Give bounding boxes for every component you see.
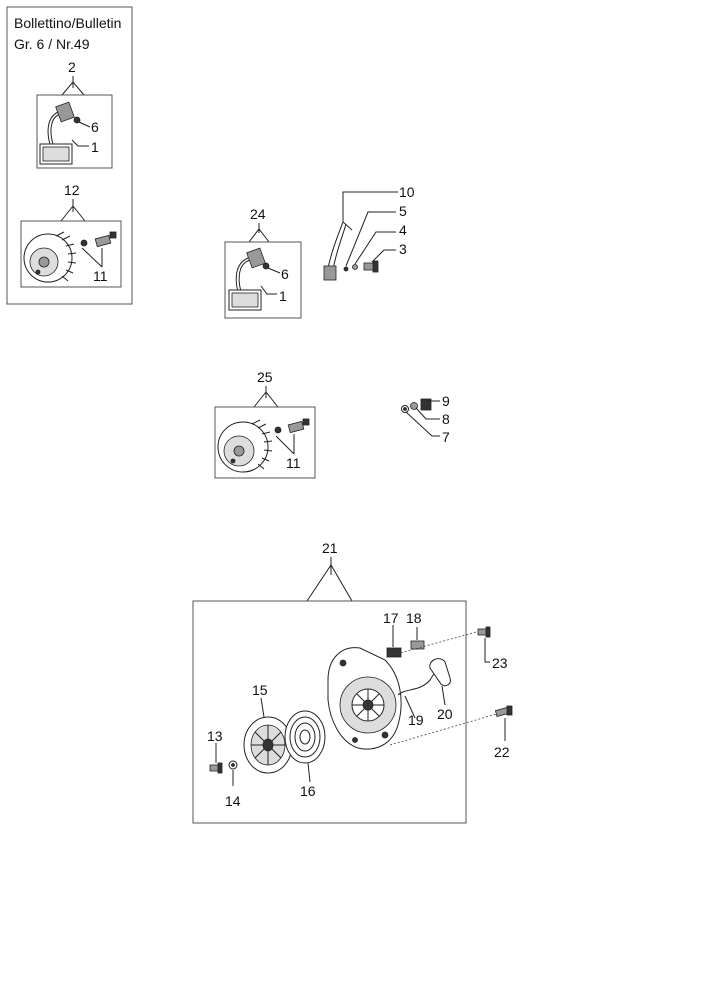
- label-part-7: 7: [442, 429, 450, 445]
- starter-handle-icon: [429, 658, 451, 687]
- nut-icon: [420, 398, 432, 411]
- screw-icon: [80, 231, 117, 248]
- recoil-spring-icon: [284, 710, 326, 764]
- label-part-9: 9: [442, 393, 450, 409]
- starter-clip-icon: [410, 640, 425, 650]
- label-part-6b: 6: [281, 266, 289, 282]
- flywheel-icon: [217, 419, 273, 473]
- ignition-coil-icon: [228, 247, 270, 311]
- screw-icon: [363, 260, 379, 273]
- label-part-22: 22: [494, 744, 510, 760]
- assembly-25: 25 11: [214, 369, 316, 479]
- washer-icon: [352, 264, 358, 270]
- label-part-13: 13: [207, 728, 223, 744]
- label-part-25: 25: [257, 369, 273, 385]
- label-part-21: 21: [322, 540, 338, 556]
- flywheel-icon: [23, 231, 77, 283]
- label-part-24: 24: [250, 206, 266, 222]
- washer-icon: [410, 402, 418, 410]
- screw-icon: [274, 418, 310, 434]
- label-part-1b: 1: [279, 288, 287, 304]
- label-part-4: 4: [399, 222, 407, 238]
- label-part-8: 8: [442, 411, 450, 427]
- starter-pawl-icon: [386, 647, 402, 658]
- screw-icon: [494, 705, 513, 717]
- assembly-21: 21 17 18 23: [192, 540, 513, 824]
- label-part-14: 14: [225, 793, 241, 809]
- label-part-15: 15: [252, 682, 268, 698]
- label-part-2: 2: [68, 59, 76, 75]
- label-part-18: 18: [406, 610, 422, 626]
- label-part-17: 17: [383, 610, 399, 626]
- label-part-3: 3: [399, 241, 407, 257]
- label-part-6a: 6: [91, 119, 99, 135]
- label-part-16: 16: [300, 783, 316, 799]
- label-part-5: 5: [399, 203, 407, 219]
- label-part-23: 23: [492, 655, 508, 671]
- screw-icon: [477, 626, 491, 638]
- assembly-24: 24 6 1: [224, 206, 302, 319]
- wire-and-fasteners: 10 5 4 3: [323, 184, 415, 281]
- label-part-11b: 11: [286, 455, 301, 471]
- label-part-11a: 11: [93, 268, 108, 284]
- starter-housing-icon: [327, 647, 402, 750]
- label-part-19: 19: [408, 712, 424, 728]
- label-part-20: 20: [437, 706, 453, 722]
- ignition-coil-icon: [39, 101, 81, 165]
- label-part-10: 10: [399, 184, 415, 200]
- starter-pulley-icon: [243, 716, 293, 774]
- label-part-1a: 1: [91, 139, 99, 155]
- washer-icon: [343, 266, 349, 272]
- bulletin-title: Bollettino/Bulletin: [14, 15, 121, 31]
- wire-icon: [323, 221, 353, 281]
- screw-icon: [209, 762, 223, 774]
- nut-washer-group: 9 8 7: [401, 393, 450, 445]
- bulletin-panel: Bollettino/Bulletin Gr. 6 / Nr.49 2 6 1 …: [6, 6, 133, 305]
- label-part-12: 12: [64, 182, 80, 198]
- bulletin-group-number: Gr. 6 / Nr.49: [14, 36, 90, 52]
